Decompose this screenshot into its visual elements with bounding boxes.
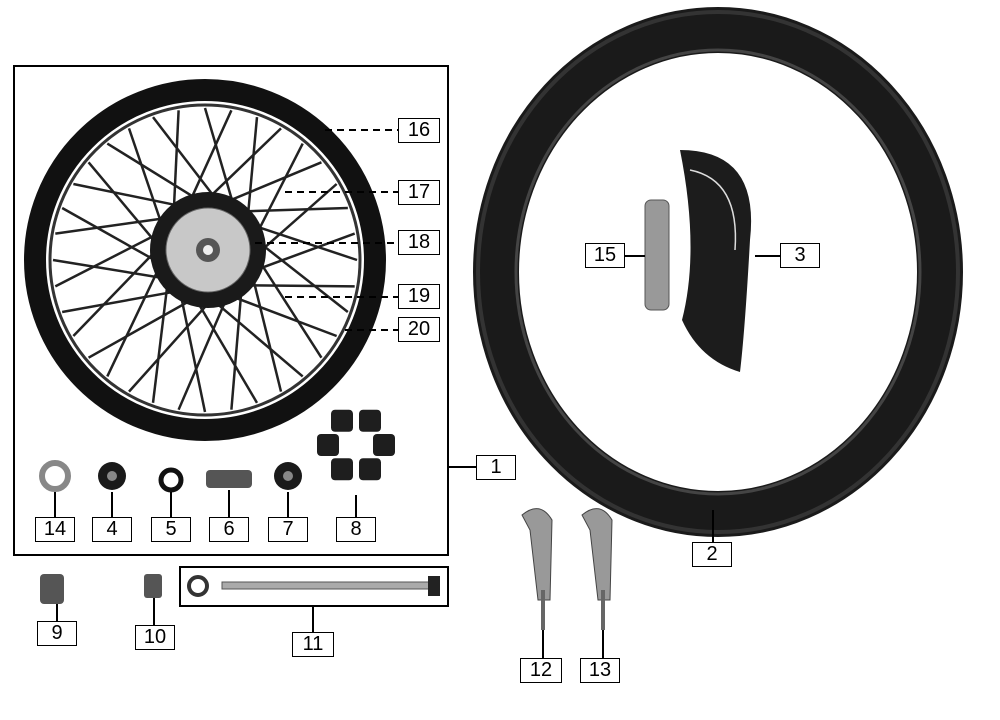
damper-block (359, 458, 381, 481)
callout-3: 3 (780, 243, 820, 268)
spacer-6-image (206, 470, 252, 488)
damper-block (331, 409, 353, 432)
callout-15: 15 (585, 243, 625, 268)
callout-17: 17 (398, 180, 440, 205)
callout-2: 2 (692, 542, 732, 567)
seal-5-image (158, 467, 184, 493)
leader-lines (54, 129, 780, 658)
spacer-10-image (144, 574, 162, 598)
callout-4: 4 (92, 517, 132, 542)
damper-block (359, 409, 381, 432)
callout-1: 1 (476, 455, 516, 480)
axle-11-image (187, 575, 440, 597)
callout-14: 14 (35, 517, 75, 542)
damper-hole (344, 433, 368, 457)
callout-19: 19 (398, 284, 440, 309)
washer-14-image (39, 460, 71, 492)
callout-18: 18 (398, 230, 440, 255)
callout-8: 8 (336, 517, 376, 542)
callout-5: 5 (151, 517, 191, 542)
inner-tube-image (680, 150, 752, 372)
wheel-image (24, 79, 386, 441)
callout-9: 9 (37, 621, 77, 646)
callout-16: 16 (398, 118, 440, 143)
callout-12: 12 (520, 658, 562, 683)
tire-image (473, 7, 963, 537)
callout-13: 13 (580, 658, 620, 683)
callout-6: 6 (209, 517, 249, 542)
callout-10: 10 (135, 625, 175, 650)
damper-block (331, 458, 353, 481)
chain-adjuster-12-image (521, 508, 553, 630)
callout-7: 7 (268, 517, 308, 542)
spacer-9-image (40, 574, 64, 604)
damper-block (373, 434, 395, 456)
chain-adjuster-13-image (581, 508, 613, 630)
wheel-assembly-frame (13, 65, 449, 556)
callout-20: 20 (398, 317, 440, 342)
damper-8-image (317, 409, 395, 481)
callout-11: 11 (292, 632, 334, 657)
rim-tape-image (644, 199, 670, 311)
damper-block (317, 434, 339, 456)
